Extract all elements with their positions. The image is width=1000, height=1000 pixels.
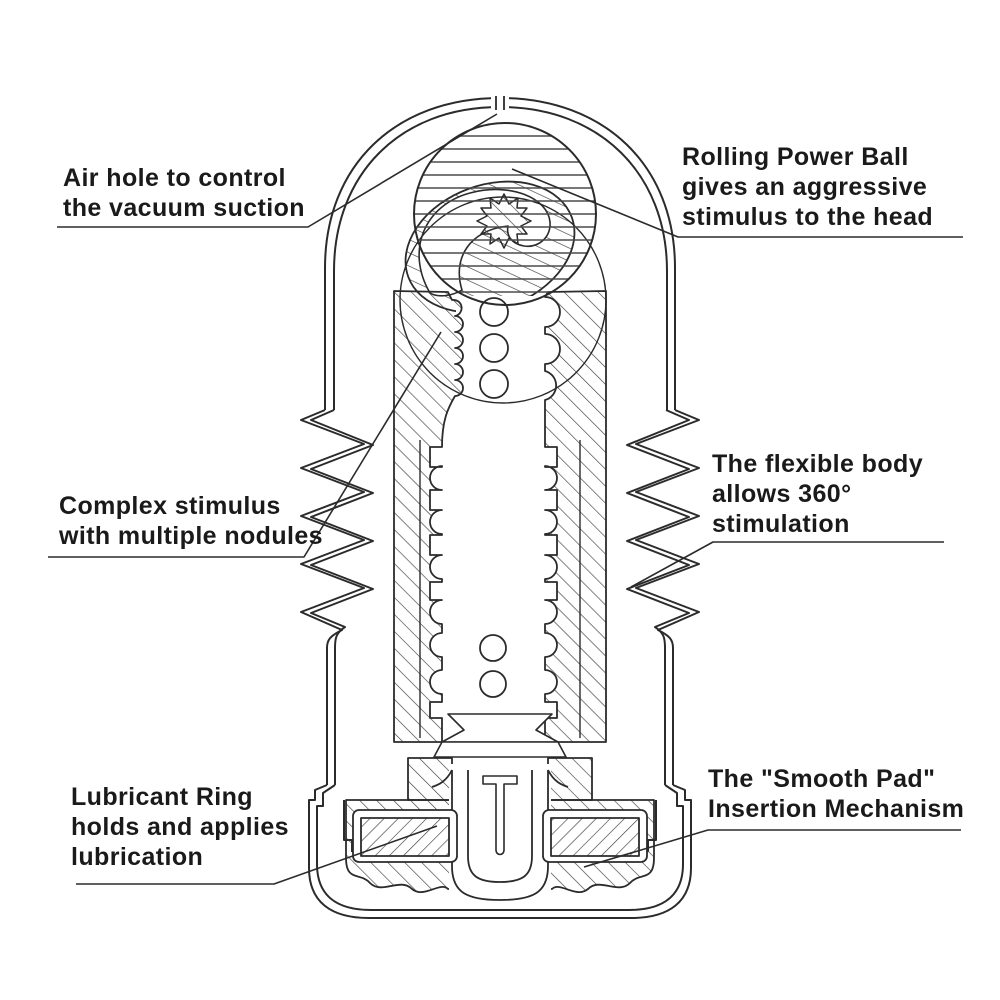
leader-complex-stimulus — [48, 331, 442, 558]
sleeve-fin-upper — [441, 713, 559, 743]
label-line: stimulus to the head — [682, 203, 934, 231]
label-line: stimulation — [712, 510, 850, 538]
label-air-hole: Air hole to control the vacuum suction — [63, 163, 305, 223]
channel-lip-right — [547, 769, 569, 788]
base-mechanism — [345, 764, 655, 901]
leader-smooth-pad — [583, 829, 961, 868]
label-line: holds and applies — [71, 813, 289, 841]
leader-lines — [48, 113, 963, 885]
bellows-left-outer — [300, 409, 365, 785]
ring-pad-left — [360, 817, 450, 857]
insertion-channel-inner — [467, 770, 533, 883]
leader-air-hole — [57, 113, 498, 228]
label-smooth-pad: The "Smooth Pad" Insertion Mechanism — [708, 764, 964, 824]
channel-lip-left — [431, 769, 453, 788]
ring-pad-right — [550, 817, 640, 857]
leader-flexible-body — [630, 541, 944, 588]
power-ball — [413, 122, 597, 306]
sleeve-fin-lower — [433, 741, 567, 758]
leader-rolling-power-ball — [511, 168, 963, 238]
lubricant-ring-right — [542, 809, 648, 863]
label-line: Insertion Mechanism — [708, 795, 965, 823]
label-line: allows 360° — [712, 480, 852, 508]
label-line: The "Smooth Pad" — [708, 765, 936, 793]
label-line: Air hole to control — [63, 164, 286, 192]
label-flexible-body: The flexible body allows 360° stimulatio… — [712, 449, 923, 539]
label-line: The flexible body — [712, 450, 923, 478]
sleeve-column-left — [393, 290, 464, 743]
label-line: Lubricant Ring — [71, 783, 253, 811]
label-lubricant-ring: Lubricant Ring holds and applies lubrica… — [71, 782, 289, 872]
label-line: with multiple nodules — [59, 522, 323, 550]
smooth-pad-slit — [482, 775, 518, 856]
outer-casing — [300, 97, 700, 919]
label-rolling-power-ball: Rolling Power Ball gives an aggressive s… — [682, 142, 933, 232]
sleeve-column-right — [544, 290, 607, 743]
base-cup-outer — [308, 784, 692, 919]
bellows-left-inner — [310, 409, 374, 785]
label-line: gives an aggressive — [682, 173, 928, 201]
lubricant-ring-left — [352, 809, 458, 863]
label-line: lubrication — [71, 843, 204, 871]
bellows-right-inner — [626, 409, 690, 785]
rolling-power-ball — [413, 122, 597, 306]
air-hole — [491, 95, 509, 110]
label-line: the vacuum suction — [63, 194, 305, 222]
label-complex-stimulus: Complex stimulus with multiple nodules — [59, 491, 323, 551]
label-line: Rolling Power Ball — [682, 143, 909, 171]
channel-nodule-circles — [479, 297, 509, 698]
label-line: Complex stimulus — [59, 492, 281, 520]
bellows-right-outer — [635, 409, 700, 785]
leader-lubricant-ring — [76, 825, 438, 885]
